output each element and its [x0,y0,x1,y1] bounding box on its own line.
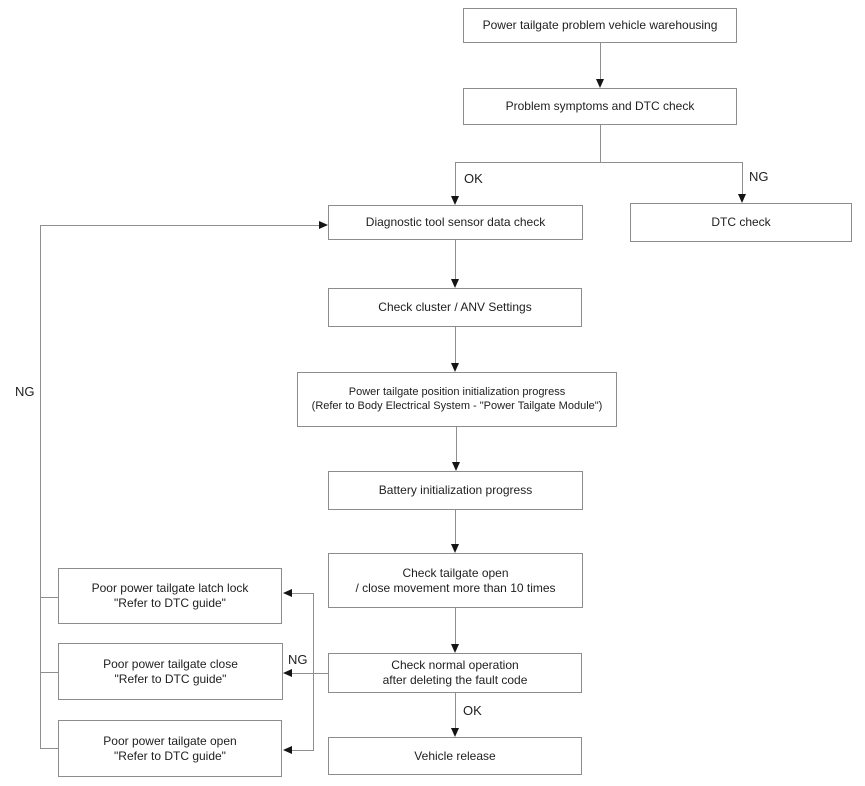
arrowhead-down-icon [451,728,459,737]
connector-ng-to-open-box [292,750,313,751]
node-tailgate-cycle-check-label1: Check tailgate open [402,565,509,580]
node-problem-symptoms: Problem symptoms and DTC check [463,88,737,125]
edge-label-ok-top: OK [462,171,485,186]
node-cluster-anv-settings: Check cluster / ANV Settings [328,288,582,327]
node-battery-initialization-label: Battery initialization progress [378,483,533,497]
arrowhead-down-icon [596,79,604,88]
node-cluster-anv-settings-label: Check cluster / ANV Settings [378,300,532,314]
connector-sensor-to-cluster [455,240,456,281]
connector-branch-horizontal [455,162,743,163]
connector-cluster-to-position [455,327,456,365]
connector-battery-to-cycle [455,510,456,546]
connector-warehousing-to-symptoms [600,42,601,81]
arrowhead-down-icon [738,194,746,203]
connector-symptoms-down [600,125,601,163]
connector-normal-to-release [455,693,456,730]
connector-ng-branch-down [742,162,743,196]
node-dtc-check: DTC check [630,203,852,242]
node-normal-operation-check-label2: after deleting the fault code [382,673,528,687]
connector-open-to-feedback [40,748,58,749]
node-position-initialization: Power tailgate position initialization p… [297,372,617,427]
connector-ng-feedback-vertical [40,225,41,749]
node-poor-open-label1: Poor power tailgate open [103,733,237,748]
node-sensor-data-check: Diagnostic tool sensor data check [328,205,583,240]
connector-ng-feedback-top [40,225,320,226]
arrowhead-left-icon [283,746,292,754]
arrowhead-left-icon [283,669,292,677]
node-problem-symptoms-label: Problem symptoms and DTC check [505,99,695,113]
connector-ng-fanout-vertical [313,593,314,751]
arrowhead-down-icon [452,462,460,471]
node-tailgate-cycle-check-label2: / close movement more than 10 times [355,580,556,595]
node-position-initialization-ref: (Refer to Body Electrical System - "Powe… [311,399,603,412]
node-position-initialization-label: Power tailgate position initialization p… [348,385,566,398]
arrowhead-down-icon [451,363,459,372]
node-poor-open-label2: "Refer to DTC guide" [114,748,226,763]
node-poor-latch-lock: Poor power tailgate latch lock "Refer to… [58,568,282,624]
connector-latch-to-feedback [40,597,58,598]
connector-ng-to-latch-box [292,593,313,594]
node-warehousing-label: Power tailgate problem vehicle warehousi… [482,18,718,32]
node-warehousing: Power tailgate problem vehicle warehousi… [463,8,737,43]
node-poor-close-label2: "Refer to DTC guide" [114,671,227,686]
connector-cycle-to-normal [455,608,456,646]
node-poor-open: Poor power tailgate open "Refer to DTC g… [58,720,282,777]
node-normal-operation-check-label1: Check normal operation [391,658,519,672]
node-poor-latch-lock-label1: Poor power tailgate latch lock [91,581,249,595]
node-battery-initialization: Battery initialization progress [328,471,583,510]
edge-label-ok-bottom: OK [461,703,484,718]
edge-label-ng-mid: NG [286,652,310,667]
node-tailgate-cycle-check: Check tailgate open / close movement mor… [328,553,583,608]
arrowhead-down-icon [451,196,459,205]
node-dtc-check-label: DTC check [711,215,771,229]
node-poor-close: Poor power tailgate close "Refer to DTC … [58,643,283,700]
edge-label-ng-top: NG [747,169,771,184]
arrowhead-down-icon [451,279,459,288]
node-vehicle-release: Vehicle release [328,737,582,775]
edge-label-ng-feedback: NG [13,384,37,399]
arrowhead-down-icon [451,544,459,553]
node-sensor-data-check-label: Diagnostic tool sensor data check [365,215,546,229]
node-normal-operation-check: Check normal operation after deleting th… [328,653,582,693]
connector-close-to-feedback [40,672,58,673]
connector-position-to-battery [456,427,457,464]
arrowhead-right-icon [319,221,328,229]
arrowhead-down-icon [451,644,459,653]
connector-ok-branch-down [455,162,456,198]
node-poor-close-label1: Poor power tailgate close [103,656,238,671]
node-poor-latch-lock-label2: "Refer to DTC guide" [114,596,226,610]
node-vehicle-release-label: Vehicle release [414,748,496,763]
arrowhead-left-icon [283,589,292,597]
connector-ng-to-close-box [290,673,328,674]
